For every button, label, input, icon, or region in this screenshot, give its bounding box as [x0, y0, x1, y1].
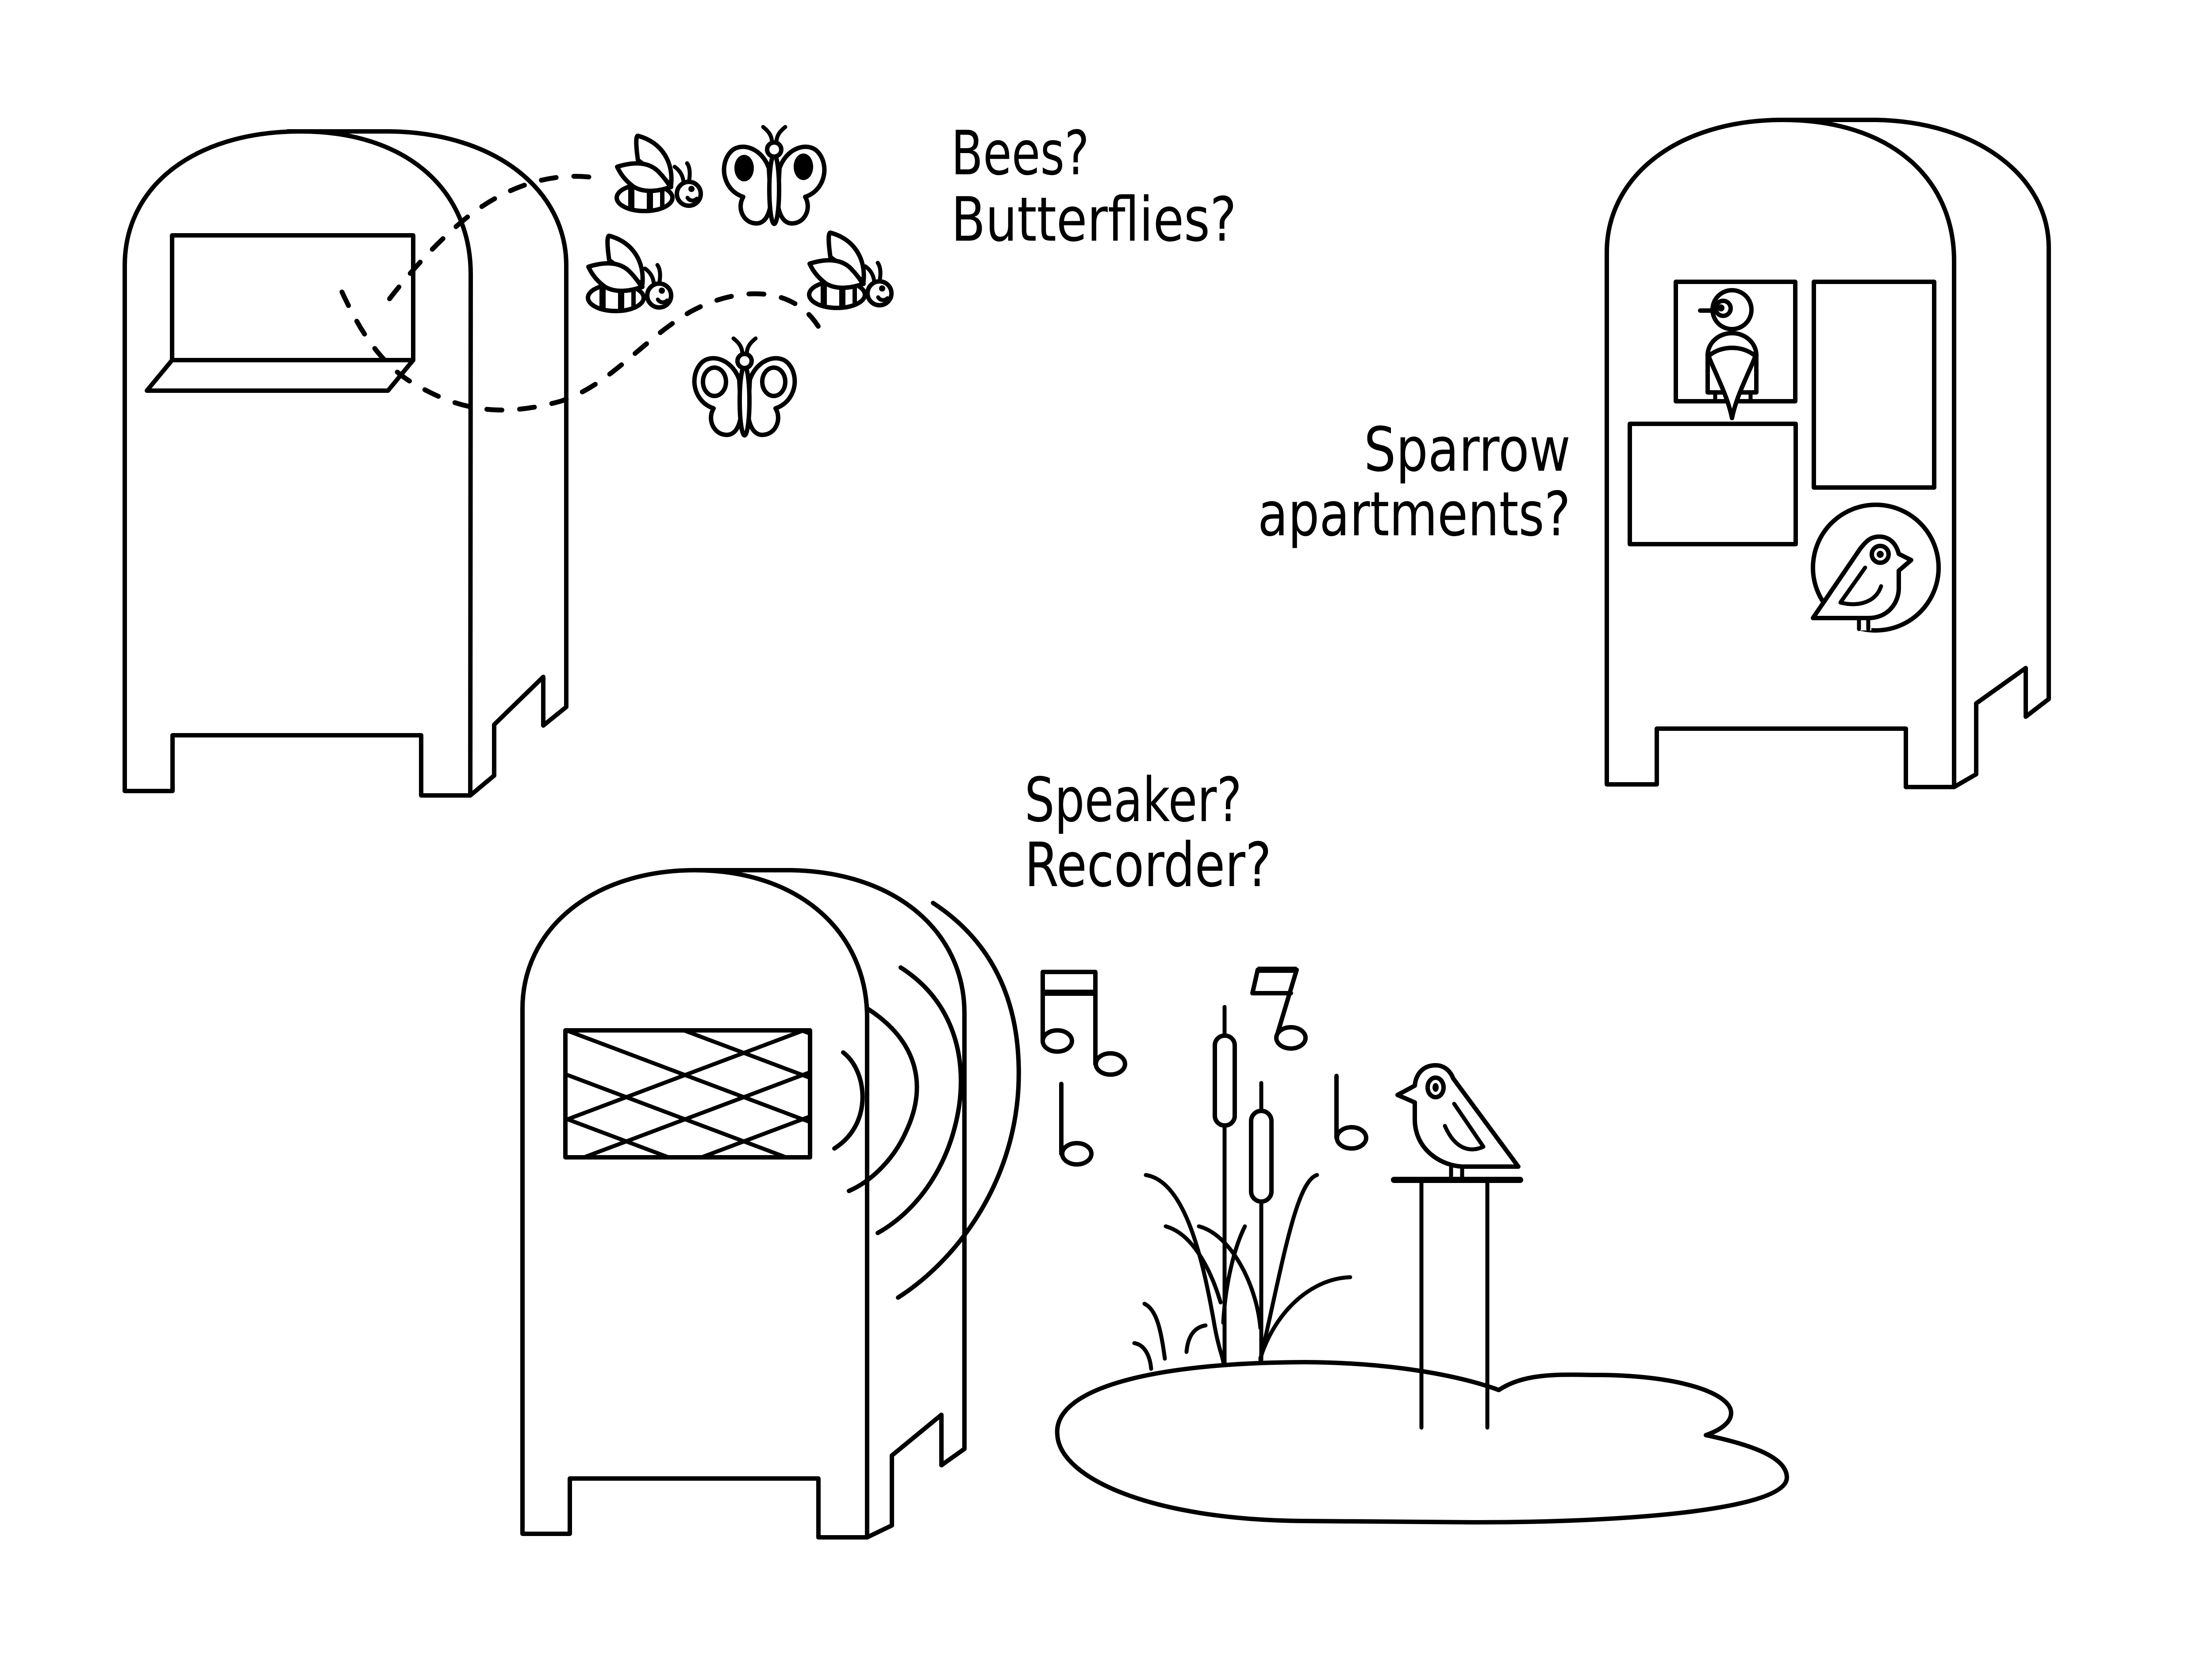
- grass-icon: [1132, 1173, 1352, 1371]
- caption-bees: Bees?: [951, 118, 1089, 189]
- music-note-icon: [1250, 967, 1308, 1051]
- music-note-icon: [1041, 970, 1127, 1077]
- mailbox-side-icon: [692, 868, 967, 1540]
- round-entry-icon: [1811, 503, 1941, 633]
- caption-recorder: Recorder?: [1025, 830, 1271, 901]
- mailbox-sparrow: [1605, 118, 2051, 789]
- sparrow-icon: [1811, 534, 1913, 631]
- mailbox-front-icon: [520, 868, 869, 1540]
- speaker-grille-icon: [563, 1028, 812, 1160]
- mailbox-pollinator: [123, 129, 568, 798]
- nest-box-wide: [1628, 422, 1798, 546]
- cattail-icon: [1249, 1081, 1274, 1362]
- caption-butterflies: Butterflies?: [951, 184, 1237, 255]
- mailbox-side-icon: [285, 129, 568, 798]
- mailbox-front-icon: [123, 129, 473, 798]
- music-note-icon: [1059, 1082, 1094, 1167]
- butterfly-icon: [722, 125, 827, 226]
- butterfly-icon: [692, 336, 797, 438]
- mailbox-speaker: [520, 868, 1021, 1540]
- sound-wave-icon: [876, 965, 964, 1235]
- sound-wave-icon: [896, 901, 1021, 1300]
- caption-sparrow: Sparrow: [1364, 414, 1571, 485]
- sparrow-icon: [1698, 288, 1759, 420]
- caption-speaker: Speaker?: [1025, 764, 1242, 836]
- caption-apartments: apartments?: [1258, 479, 1571, 550]
- perch-icon: [1391, 1177, 1523, 1430]
- bird-icon: [1395, 1063, 1521, 1181]
- flight-path-upper: [376, 173, 591, 315]
- flight-path-lower: [339, 289, 822, 413]
- music-note-icon: [1334, 1074, 1368, 1151]
- mailbox-side-icon: [1781, 118, 2051, 789]
- bee-icon: [614, 134, 703, 213]
- sound-wave-icon: [832, 1050, 865, 1151]
- mailbox-front-icon: [1605, 118, 1956, 789]
- pond-icon: [1055, 1360, 1789, 1525]
- bee-icon: [807, 230, 894, 310]
- mail-slot-icon: [170, 233, 415, 362]
- bee-icon: [586, 234, 673, 313]
- nest-box-tall: [1812, 280, 1936, 490]
- sound-wave-icon: [847, 1006, 919, 1193]
